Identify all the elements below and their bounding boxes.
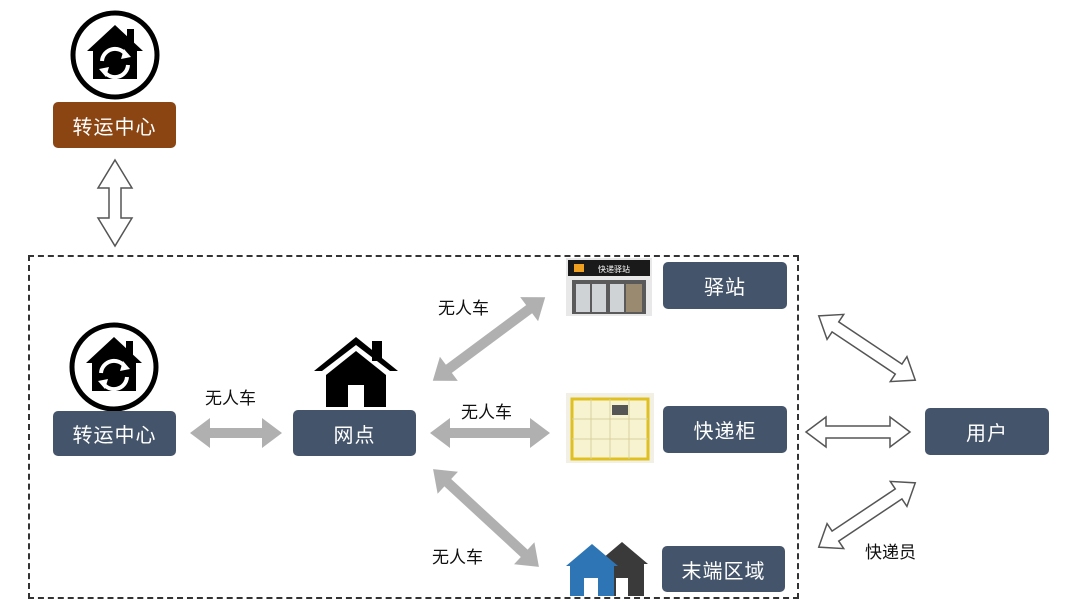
user-label: 用户 [966,421,1008,445]
transfer-center-icon [70,10,160,100]
outline-arrow-station-user [817,313,917,383]
station-storefront-image: 快递驿站 [566,258,652,316]
locker-node: 快递柜 [663,406,787,453]
terminal-area-node: 末端区域 [662,546,785,592]
edge-label-outlet-terminal: 无人车 [432,548,483,568]
gray-arrow-transfer-outlet [190,418,282,448]
outline-arrow-locker-user [804,415,912,449]
terminal-houses-icon [566,542,648,596]
locker-image [566,393,654,463]
locker-label: 快递柜 [693,419,757,443]
edge-label-transfer-outlet: 无人车 [205,389,256,409]
edge-label-courier: 快递员 [865,543,916,563]
transfer-center-left-node: 转运中心 [53,411,176,456]
gray-arrow-outlet-locker [430,418,550,448]
house-icon [314,337,398,407]
outlet-node: 网点 [293,410,416,456]
outlet-label: 网点 [333,422,376,447]
station-sign-text: 快递驿站 [598,264,630,274]
edge-label-outlet-station: 无人车 [438,299,489,319]
station-node: 驿站 [663,262,787,309]
outline-arrow-courier [817,480,917,550]
edge-label-outlet-locker: 无人车 [461,403,512,423]
transfer-center-icon [69,322,159,412]
gray-arrow-outlet-terminal [433,469,539,567]
user-node: 用户 [925,408,1049,455]
gray-arrow-outlet-station [432,297,546,381]
double-arrow-vertical [96,158,134,248]
transfer-center-top-label: 转运中心 [72,114,157,139]
delivery-area-boundary [28,255,799,599]
transfer-center-left-label: 转运中心 [72,423,157,447]
terminal-area-label: 末端区域 [681,558,766,583]
transfer-center-top-node: 转运中心 [53,102,176,148]
station-label: 驿站 [704,275,746,299]
